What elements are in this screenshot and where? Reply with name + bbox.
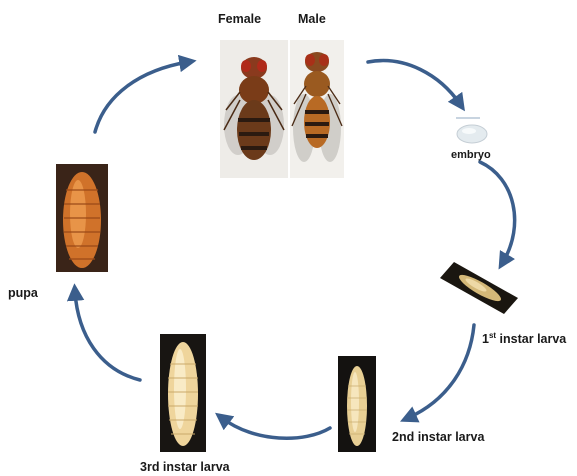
second-instar-larva-photo (338, 356, 376, 452)
arrow-third-instar-to-pupa (75, 292, 140, 380)
second-instar-label: 2nd instar larva (392, 430, 484, 444)
female-label: Female (218, 12, 261, 26)
arrow-pupa-to-adult (95, 62, 188, 132)
male-fly-photo (290, 40, 344, 178)
arrow-embryo-to-first-instar (480, 162, 515, 262)
third-instar-larva-photo (160, 334, 206, 452)
female-fly-photo (220, 40, 288, 178)
pupa-label: pupa (8, 286, 38, 300)
embryo-photo (452, 114, 492, 148)
arrow-adult-to-embryo (368, 61, 460, 104)
first-instar-label: 1st instar larva (482, 331, 566, 346)
pupa-photo (56, 164, 108, 272)
male-label: Male (298, 12, 326, 26)
arrow-second-to-third-instar (222, 418, 330, 438)
embryo-label: embryo (451, 149, 491, 161)
arrow-first-to-second-instar (408, 325, 474, 418)
first-instar-larva-photo (440, 258, 518, 314)
third-instar-label: 3rd instar larva (140, 460, 230, 474)
